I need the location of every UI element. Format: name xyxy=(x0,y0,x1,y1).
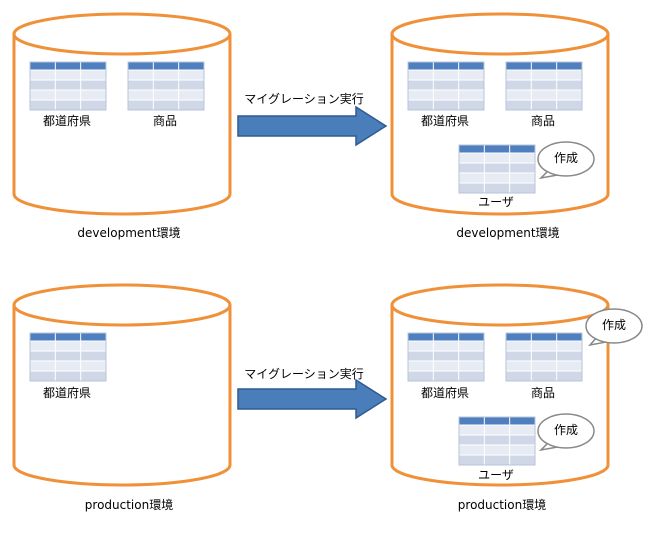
speech-bubble-icon-user-prod xyxy=(537,413,595,452)
table-icon-product-dev-before xyxy=(127,61,205,111)
table-icon-prefecture-dev-after xyxy=(407,61,485,111)
arrow-right-icon-dev xyxy=(237,105,388,147)
speech-bubble-icon-product-prod xyxy=(585,308,643,347)
callout-label-user-prod: 作成 xyxy=(553,423,579,437)
table-label-user-prod-after: ユーザ xyxy=(478,468,514,482)
speech-bubble-icon-user-dev xyxy=(537,141,595,180)
table-icon-product-prod-after xyxy=(505,332,583,382)
callout-label-user-dev: 作成 xyxy=(553,151,579,165)
table-label-user-dev-after: ユーザ xyxy=(478,195,514,209)
table-label-product-prod-after: 商品 xyxy=(530,386,556,400)
db-cylinder-prod-before xyxy=(12,283,232,487)
arrow-right-icon-prod xyxy=(237,378,388,420)
table-label-prefecture-prod-before: 都道府県 xyxy=(42,386,92,400)
table-icon-user-prod-after xyxy=(458,416,536,466)
table-label-prefecture-dev-before: 都道府県 xyxy=(42,114,92,128)
table-label-product-dev-before: 商品 xyxy=(152,114,178,128)
table-icon-prefecture-dev-before xyxy=(29,61,107,111)
table-label-prefecture-dev-after: 都道府県 xyxy=(420,114,470,128)
env-label-dev-after: development環境 xyxy=(456,226,560,240)
table-icon-product-dev-after xyxy=(505,61,583,111)
table-icon-prefecture-prod-before xyxy=(29,332,107,382)
env-label-prod-after: production環境 xyxy=(457,498,547,512)
table-icon-prefecture-prod-after xyxy=(407,332,485,382)
arrow-label-dev: マイグレーション実行 xyxy=(244,92,364,106)
callout-label-product-prod: 作成 xyxy=(601,318,627,332)
table-label-product-dev-after: 商品 xyxy=(530,114,556,128)
env-label-prod-before: production環境 xyxy=(84,498,174,512)
arrow-label-prod: マイグレーション実行 xyxy=(244,367,364,381)
env-label-dev-before: development環境 xyxy=(77,226,181,240)
table-label-prefecture-prod-after: 都道府県 xyxy=(420,386,470,400)
table-icon-user-dev-after xyxy=(458,144,536,194)
